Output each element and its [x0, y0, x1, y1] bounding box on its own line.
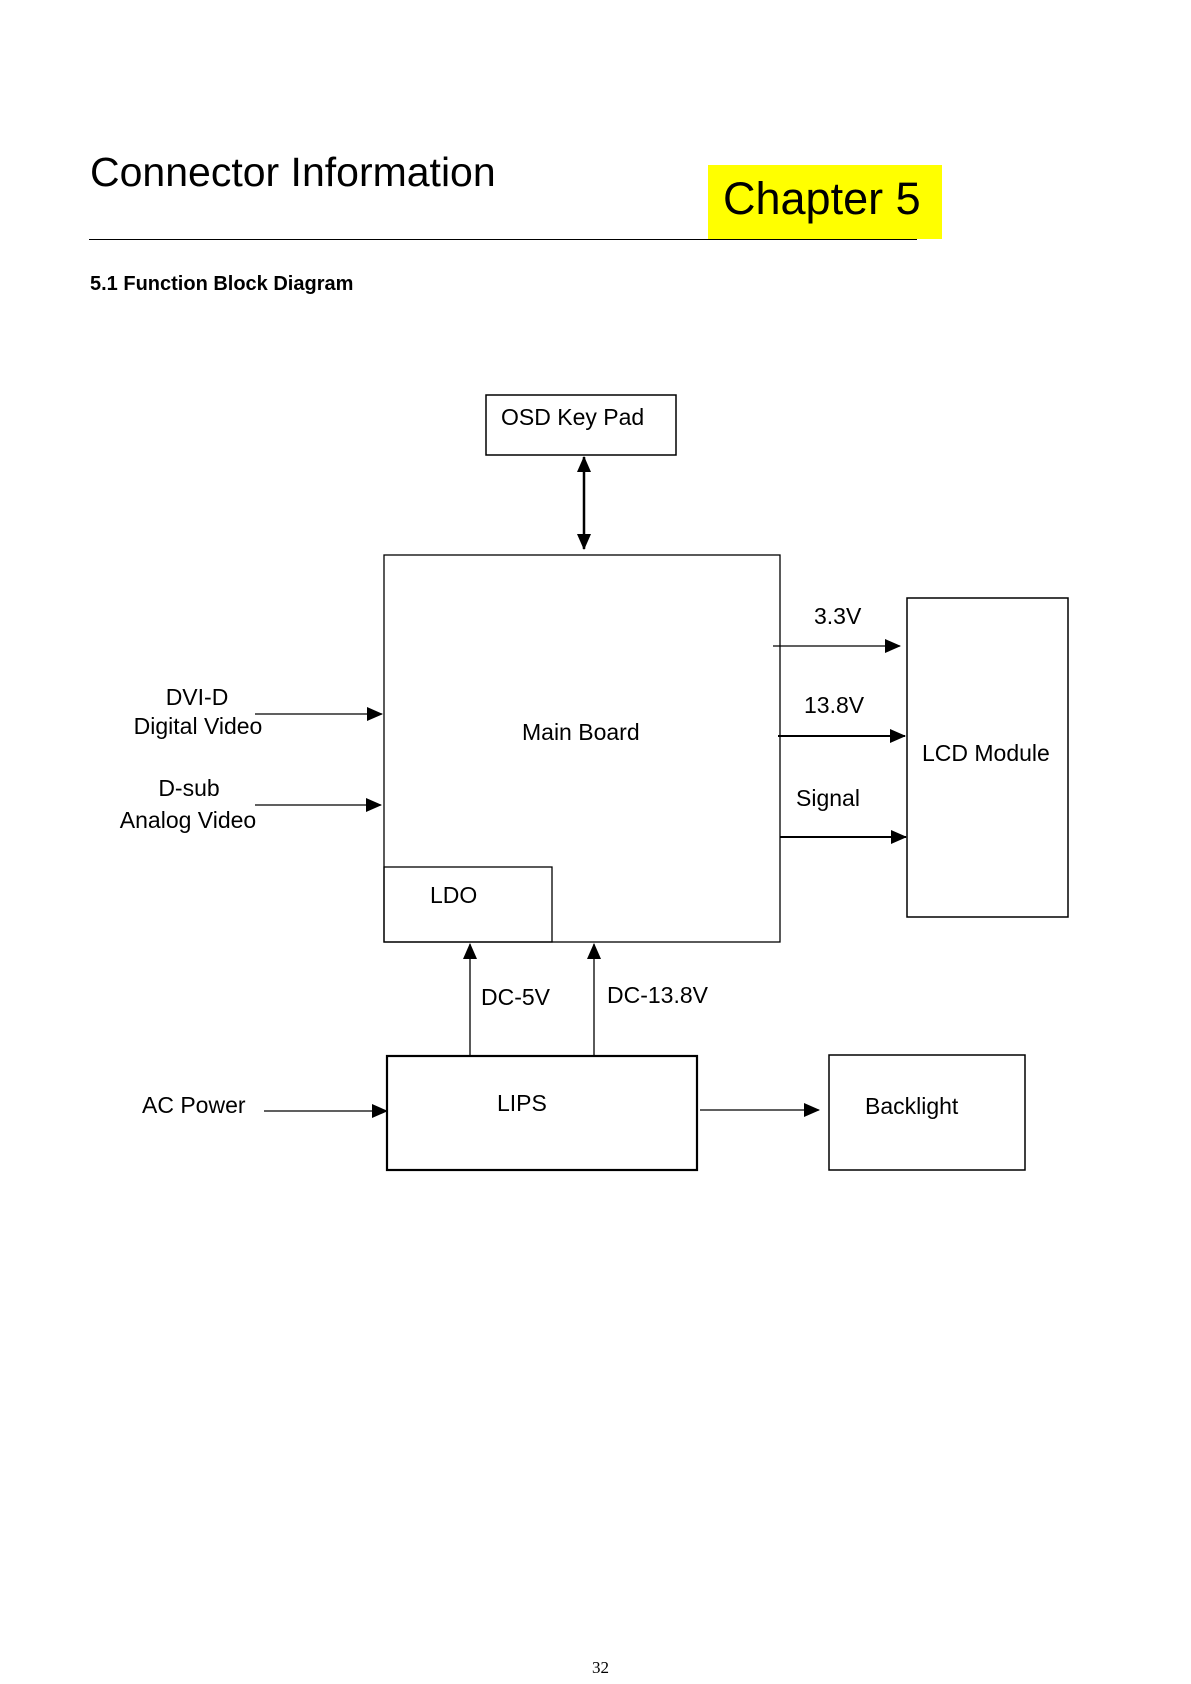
main-board-label: Main Board: [522, 719, 640, 745]
block-backlight: Backlight: [829, 1055, 1025, 1170]
lcd-module-label: LCD Module: [922, 740, 1050, 766]
label-13v8: 13.8V: [804, 692, 865, 718]
osd-keypad-label: OSD Key Pad: [501, 404, 644, 430]
dvi-label-line2: Digital Video: [134, 713, 263, 739]
block-osd-keypad: OSD Key Pad: [486, 395, 676, 455]
dsub-label-line1: D-sub: [158, 775, 219, 801]
dsub-label-line2: Analog Video: [120, 807, 256, 833]
block-ldo: LDO: [384, 867, 552, 942]
dvi-label-line1: DVI-D: [166, 684, 229, 710]
label-3v3: 3.3V: [814, 603, 862, 629]
lips-label: LIPS: [497, 1090, 547, 1116]
label-signal: Signal: [796, 785, 860, 811]
block-lips: LIPS: [387, 1056, 697, 1170]
label-dc13v8: DC-13.8V: [607, 982, 709, 1008]
label-dc5v: DC-5V: [481, 984, 551, 1010]
page-number: 32: [592, 1658, 609, 1678]
ac-power-label: AC Power: [142, 1092, 246, 1118]
block-lcd-module: LCD Module: [907, 598, 1068, 917]
backlight-label: Backlight: [865, 1093, 959, 1119]
ldo-label: LDO: [430, 882, 477, 908]
